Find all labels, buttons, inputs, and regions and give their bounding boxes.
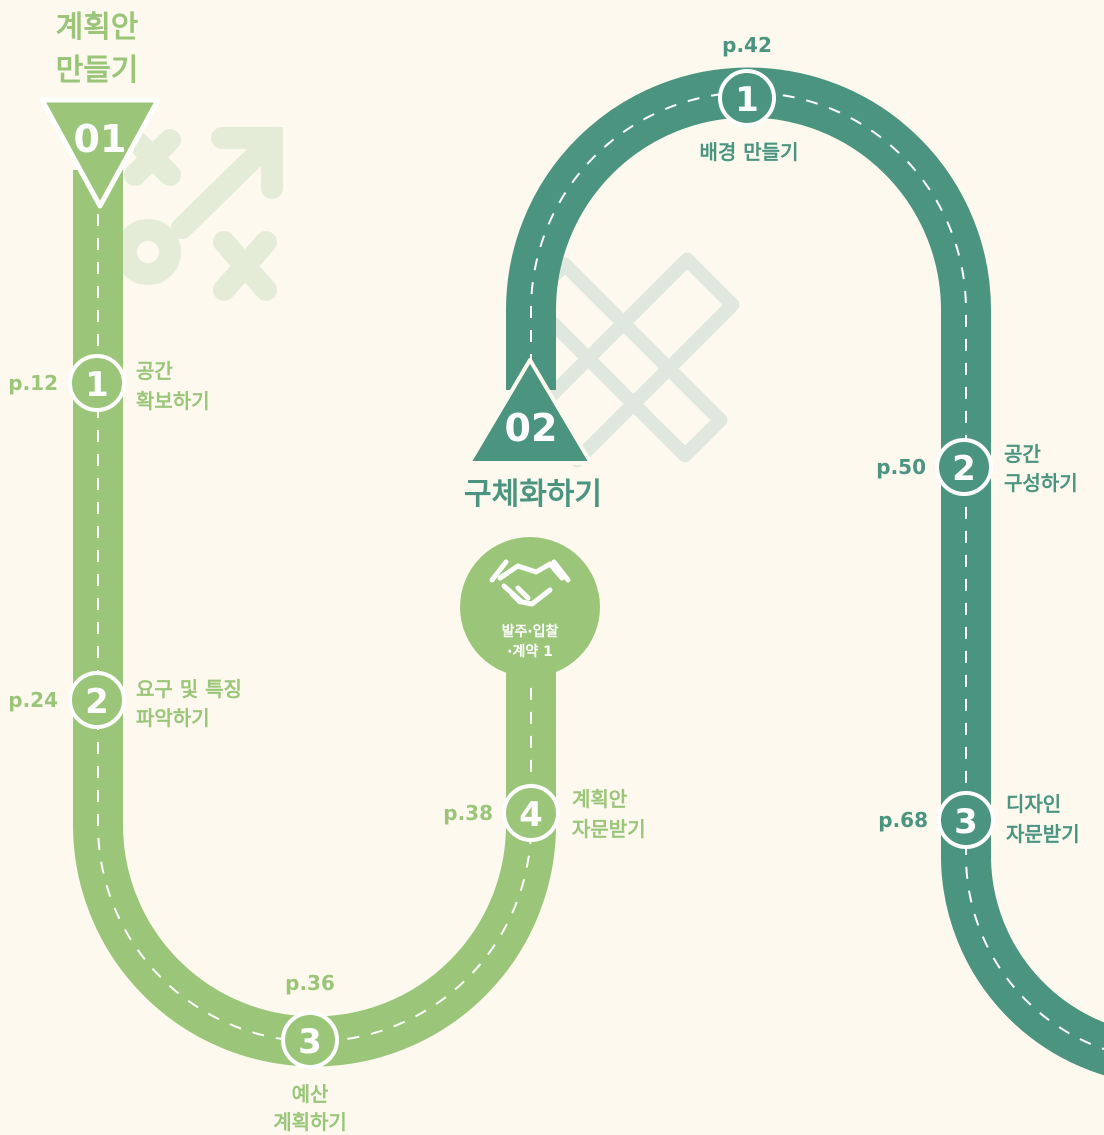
step-label-line2: 확보하기 <box>136 389 210 413</box>
phase2-step-2: 2 p.50 공간 구성하기 <box>876 438 1078 496</box>
phase1-step-4: 4 p.38 계획안 자문받기 <box>443 784 646 842</box>
step-number: 1 <box>735 80 759 120</box>
step-label-line1: 예산 <box>292 1082 329 1106</box>
step-label-line1: 계획안 <box>572 787 628 811</box>
phase1-title-line1: 계획안 <box>56 10 139 45</box>
step-number: 4 <box>519 795 543 835</box>
step-page: p.12 <box>8 371 58 395</box>
step-page: p.24 <box>8 688 58 712</box>
step-number: 3 <box>298 1022 322 1062</box>
phase2-number: 02 <box>505 406 558 450</box>
step-page: p.36 <box>285 971 335 995</box>
phase2-step-3: 3 p.68 디자인 자문받기 <box>878 791 1080 849</box>
handshake-icon <box>489 559 571 607</box>
step-number: 2 <box>85 682 109 722</box>
phase1-title-line2: 만들기 <box>56 53 139 88</box>
phase2-step-1: 1 p.42 배경 만들기 <box>700 33 799 164</box>
road-phase2 <box>506 67 1104 1076</box>
step-label-line1: 공간 <box>136 359 173 383</box>
phase1-number: 01 <box>74 117 127 161</box>
phase1-step-1: 1 p.12 공간 확보하기 <box>8 354 210 413</box>
milestone-label-line2: ·계약 1 <box>507 643 553 660</box>
step-label-line1: 요구 및 특징 <box>136 677 242 701</box>
strategy-arrow-icon <box>115 127 283 301</box>
step-label-line1: 디자인 <box>1006 792 1061 816</box>
phase1-step-2: 2 p.24 요구 및 특징 파악하기 <box>8 671 242 730</box>
step-page: p.38 <box>443 801 493 825</box>
step-number: 1 <box>85 365 109 405</box>
step-page: p.42 <box>722 33 772 57</box>
step-number: 3 <box>954 802 978 842</box>
phase2-marker: 02 <box>467 358 593 465</box>
step-label-line2: 파악하기 <box>136 706 210 730</box>
step-page: p.68 <box>878 808 928 832</box>
road-phase2-centerline <box>530 91 1104 1051</box>
phase1-marker: 01 <box>39 97 161 209</box>
step-label-line2: 자문받기 <box>572 817 646 841</box>
milestone-contract: 발주·입찰 ·계약 1 <box>460 537 600 677</box>
step-page: p.50 <box>876 455 926 479</box>
step-label-line1: 공간 <box>1004 442 1041 466</box>
step-label-line2: 구성하기 <box>1004 471 1078 495</box>
step-label-line2: 계획하기 <box>273 1110 347 1134</box>
step-number: 2 <box>952 449 976 489</box>
milestone-label-line1: 발주·입찰 <box>502 623 559 640</box>
phase1-step-3: 3 p.36 예산 계획하기 <box>273 971 347 1134</box>
step-label-line2: 자문받기 <box>1006 822 1080 846</box>
step-label-line1: 배경 만들기 <box>700 140 799 164</box>
phase2-title: 구체화하기 <box>464 477 602 512</box>
